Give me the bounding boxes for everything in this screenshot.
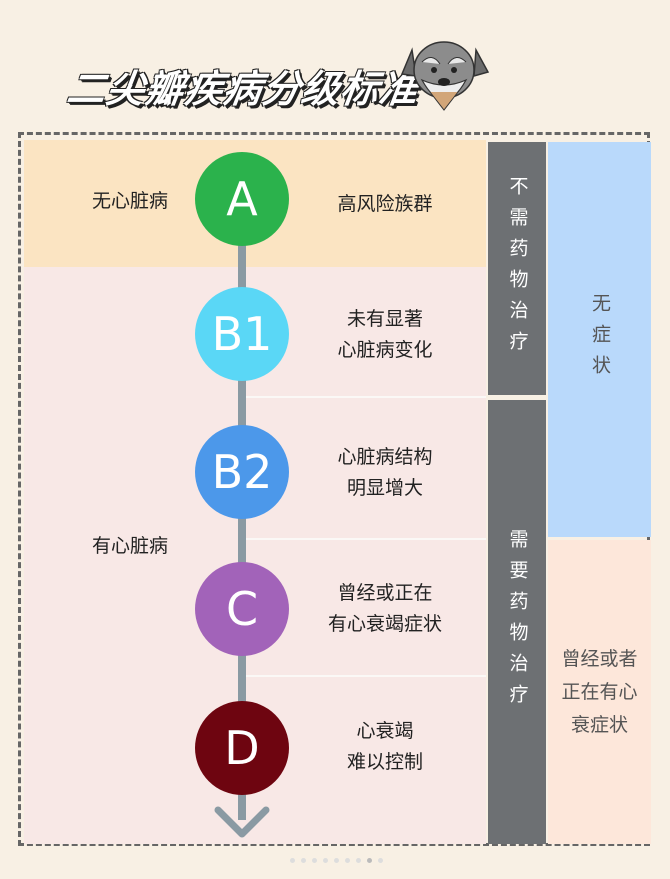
stage-desc-b2: 心脏病结构 明显增大 [337,446,433,499]
group-label-no-disease: 无心脏病 [91,190,168,212]
no-symptom-column: 无症状 [548,142,651,537]
stage-circle-c: C [195,562,289,656]
symptom-present-column: 曾经或者 正在有心 衰症状 [548,540,651,844]
stage-desc-a: 高风险族群 [337,193,433,215]
timeline-line [238,220,246,820]
treatment-needed-column: 需要药物治疗 [488,400,546,844]
stage-divider [246,675,486,677]
arrow-down-icon [214,806,270,838]
stage-circle-a: A [195,152,289,246]
page-indicator [290,858,383,863]
treatment-none-column: 不需药物治疗 [488,142,546,395]
page-title: 二尖瓣疾病分级标准 [64,67,422,111]
stage-circle-d: D [195,701,289,795]
group-label-has-disease: 有心脏病 [91,535,168,557]
schnauzer-dog-icon [400,41,490,111]
stage-circle-b1: B1 [195,287,289,381]
stage-desc-c: 曾经或正在 有心衰竭症状 [327,582,442,635]
stage-divider [246,538,486,540]
stage-divider [246,396,486,398]
stage-desc-d: 心衰竭 难以控制 [346,720,423,773]
stage-desc-b1: 未有显著 心脏病变化 [337,308,433,361]
stage-circle-b2: B2 [195,425,289,519]
